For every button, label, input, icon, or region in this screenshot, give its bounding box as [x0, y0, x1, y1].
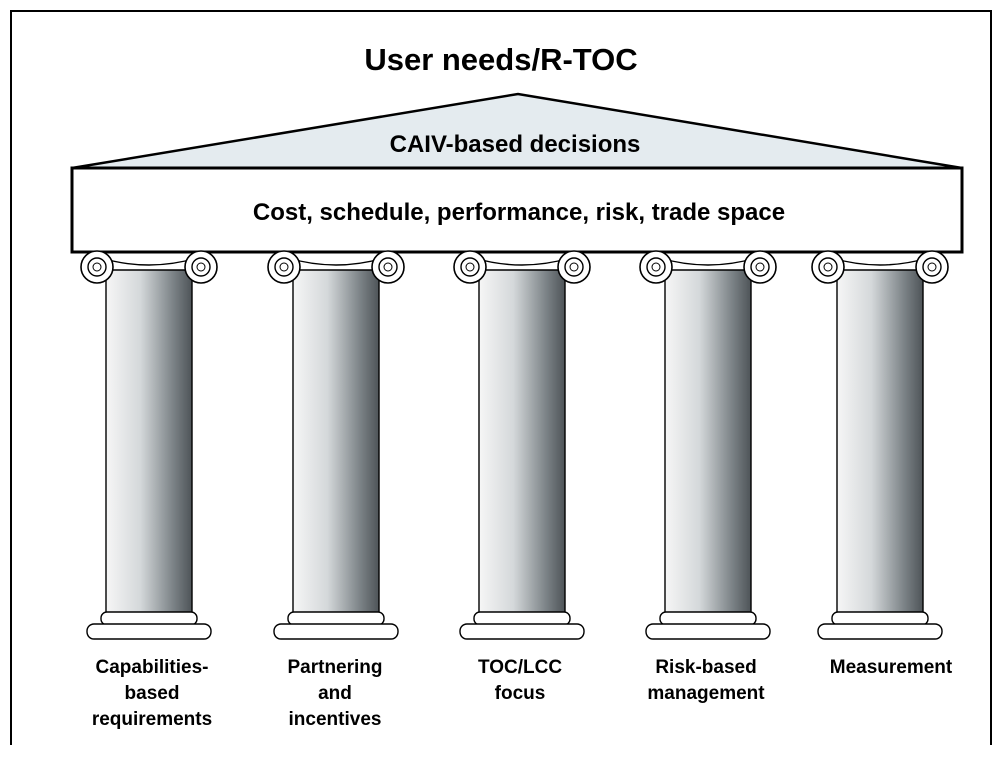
- pillar-label-capabilities: Capabilities- based requirements: [91, 657, 213, 730]
- column-shaft: [664, 267, 752, 619]
- pillar-label-toc-lcc: TOC/LCC focus: [477, 657, 563, 704]
- column-base-upper: [659, 611, 757, 626]
- column-base-upper: [473, 611, 571, 626]
- column-base-lower: [645, 623, 771, 640]
- column-base-lower: [273, 623, 399, 640]
- figure-frame: [10, 10, 992, 745]
- column-capabilities: [80, 250, 218, 640]
- entablature-beam: [70, 166, 964, 254]
- column-base-upper: [287, 611, 385, 626]
- column-toc-lcc: [453, 250, 591, 640]
- columns-group: [80, 250, 949, 640]
- column-base-lower: [86, 623, 212, 640]
- column-base-lower: [459, 623, 585, 640]
- pillar-label-measurement: Measurement: [829, 657, 953, 678]
- column-shaft: [836, 267, 924, 619]
- entablature-label: Cost, schedule, performance, risk, trade…: [252, 199, 786, 226]
- pillar-label-risk: Risk-based management: [647, 657, 765, 704]
- column-risk: [639, 250, 777, 640]
- column-shaft: [478, 267, 566, 619]
- column-shaft: [292, 267, 380, 619]
- pillar-label-partnering: Partnering and incentives: [287, 657, 383, 730]
- diagram-title: User needs/R-TOC: [364, 42, 638, 77]
- column-shaft: [105, 267, 193, 619]
- column-partnering: [267, 250, 405, 640]
- column-base-upper: [100, 611, 198, 626]
- column-measurement: [811, 250, 949, 640]
- pediment-label: CAIV-based decisions: [389, 131, 641, 158]
- column-base-upper: [831, 611, 929, 626]
- column-base-lower: [817, 623, 943, 640]
